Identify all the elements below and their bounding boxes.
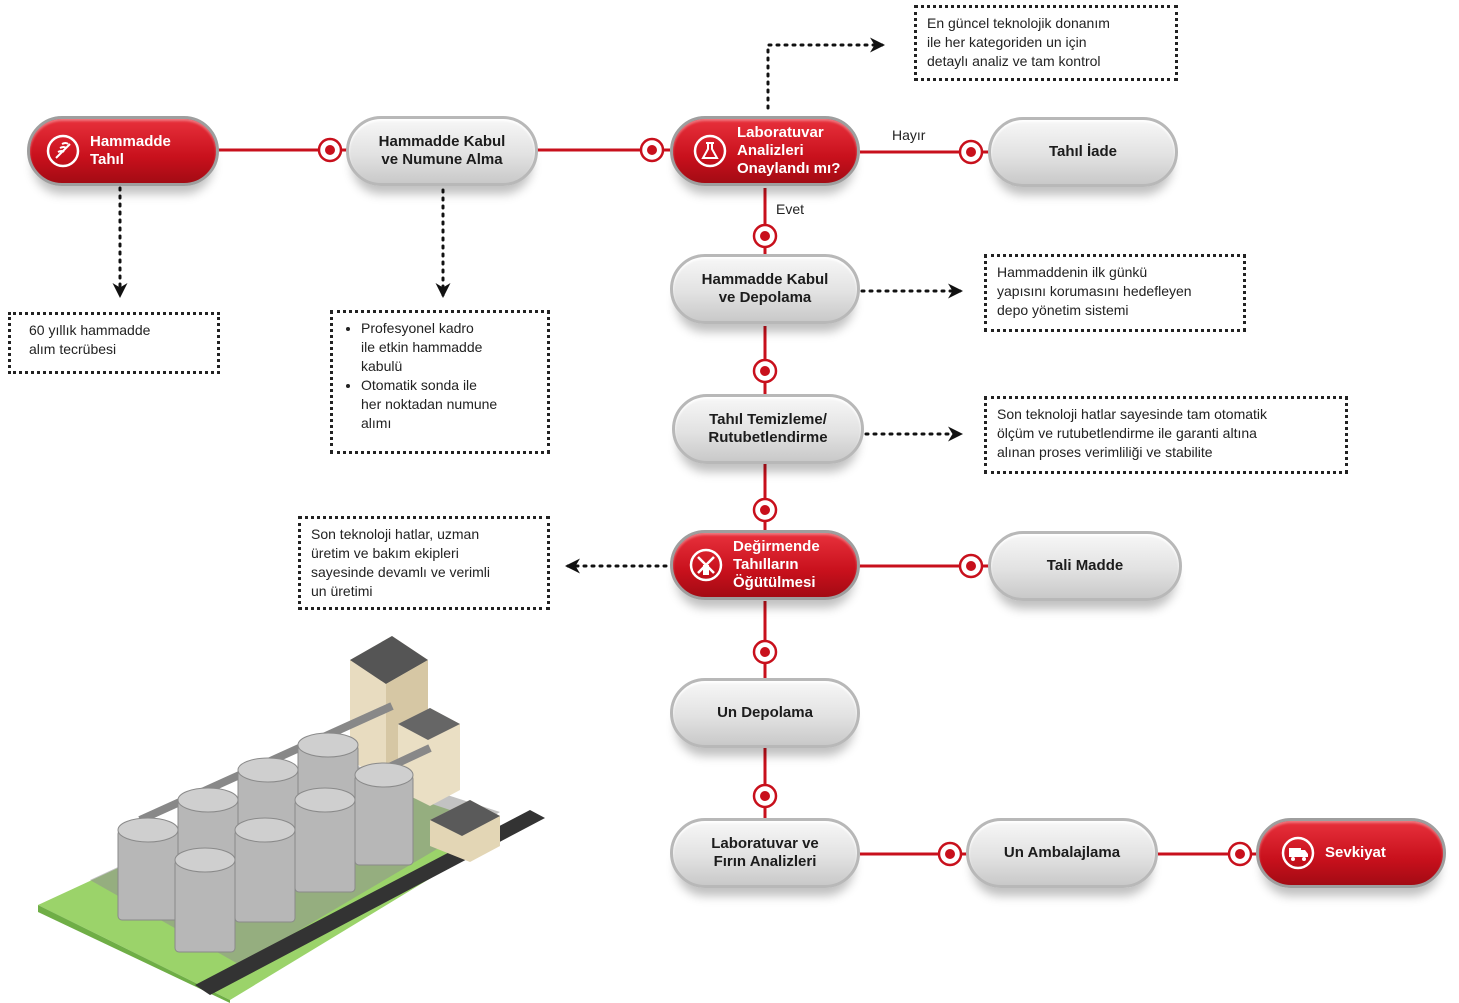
node-kabul-numune[interactable]: Hammadde Kabul ve Numune Alma: [346, 116, 538, 186]
wheat-icon: [46, 134, 80, 168]
node-label: Hammadde Tahıl: [90, 133, 171, 168]
node-label: Sevkiyat: [1325, 844, 1386, 861]
node-hammadde-tahil[interactable]: Hammadde Tahıl: [27, 116, 219, 186]
node-label: Tahıl Temizleme/ Rutubetlendirme: [708, 411, 828, 446]
node-label: Hammadde Kabul ve Depolama: [701, 271, 829, 306]
node-label: Tahıl İade: [1048, 143, 1118, 160]
note-text: En güncel teknolojik donanım ile her kat…: [927, 15, 1110, 69]
node-lab-onay[interactable]: Laboratuvar Analizleri Onaylandı mı?: [670, 116, 860, 186]
node-label: Un Depolama: [717, 704, 813, 721]
note-depo-system: Hammaddenin ilk günkü yapısını korumasın…: [984, 254, 1246, 332]
arrow-lab-note: [766, 37, 885, 110]
node-sevkiyat[interactable]: Sevkiyat: [1256, 818, 1446, 888]
note-text: Hammaddenin ilk günkü yapısını korumasın…: [997, 264, 1192, 318]
note-ogutme-production: Son teknoloji hatlar, uzman üretim ve ba…: [298, 516, 550, 610]
note-lab-analysis: En güncel teknolojik donanım ile her kat…: [914, 5, 1178, 81]
note-text: Son teknoloji hatlar, uzman üretim ve ba…: [311, 526, 490, 599]
windmill-icon: [689, 548, 723, 582]
bullet-item: Otomatik sonda ile her noktadan numune a…: [361, 376, 537, 433]
node-temizleme[interactable]: Tahıl Temizleme/ Rutubetlendirme: [672, 394, 864, 464]
node-label: Laboratuvar Analizleri Onaylandı mı?: [737, 124, 841, 177]
bullet-list: Profesyonel kadro ile etkin hammadde kab…: [343, 319, 537, 433]
note-text: Son teknoloji hatlar sayesinde tam otoma…: [997, 406, 1268, 460]
edge-label-hayir: Hayır: [892, 127, 926, 143]
node-label: Laboratuvar ve Fırın Analizleri: [711, 835, 819, 870]
node-kabul-depolama[interactable]: Hammadde Kabul ve Depolama: [670, 254, 860, 324]
node-tali-madde[interactable]: Tali Madde: [988, 531, 1182, 601]
note-numune-bullets: Profesyonel kadro ile etkin hammadde kab…: [330, 310, 550, 454]
node-un-ambalajlama[interactable]: Un Ambalajlama: [966, 818, 1158, 888]
flour-mill-silo-illustration: [38, 636, 545, 1003]
node-label: Hammadde Kabul ve Numune Alma: [378, 133, 506, 168]
node-label: Un Ambalajlama: [1003, 844, 1121, 861]
truck-icon: [1281, 836, 1315, 870]
node-label: Değirmende Tahılların Öğütülmesi: [733, 538, 820, 591]
bullet-item: Profesyonel kadro ile etkin hammadde kab…: [361, 319, 537, 376]
junction-dots: [317, 137, 1253, 867]
node-tahil-iade[interactable]: Tahıl İade: [988, 117, 1178, 187]
node-ogutulmesi[interactable]: Değirmende Tahılların Öğütülmesi: [670, 530, 860, 600]
node-lab-firin[interactable]: Laboratuvar ve Fırın Analizleri: [670, 818, 860, 888]
edge-label-evet: Evet: [776, 201, 805, 217]
note-text: 60 yıllık hammadde alım tecrübesi: [29, 322, 151, 357]
note-temizleme-process: Son teknoloji hatlar sayesinde tam otoma…: [984, 396, 1348, 474]
note-tahil-experience: 60 yıllık hammadde alım tecrübesi: [8, 312, 220, 374]
flask-icon: [693, 134, 727, 168]
node-un-depolama[interactable]: Un Depolama: [670, 678, 860, 748]
node-label: Tali Madde: [1046, 557, 1124, 574]
